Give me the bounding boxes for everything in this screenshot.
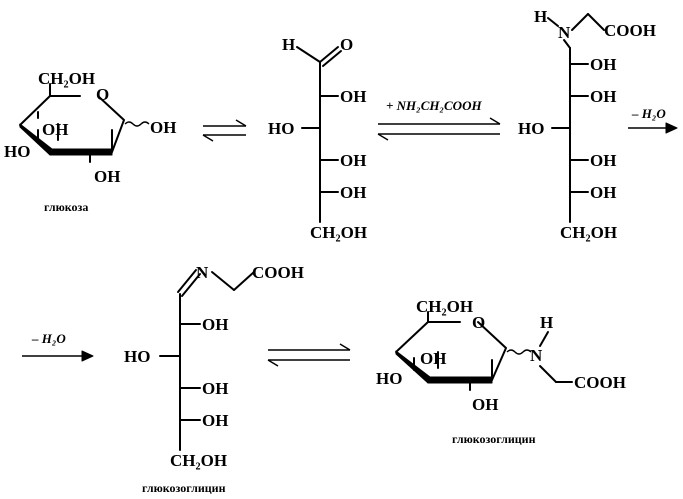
glucose-c1-oh-label: OH	[150, 118, 176, 137]
aldehyde-o-label: O	[340, 35, 353, 54]
adduct-ch2-cooh-bond	[587, 13, 605, 31]
imine-cooh-label: COOH	[252, 263, 304, 282]
glucose-c2-oh-label: OH	[94, 167, 120, 186]
glucose-anomeric-wavy-bond	[124, 121, 150, 127]
glucose-c6-label: CH₂OH	[38, 69, 95, 88]
equilibrium-arrow-2: + NH₂CH₂COOH	[377, 98, 501, 141]
glucose-ring-o-label: O	[96, 85, 109, 104]
glucose-pyranose: CH₂OH O OH HO OH OH глюкоза	[4, 69, 176, 214]
glycoside-n-label: N	[530, 346, 543, 365]
dehydration-arrow-top: – H₂O	[628, 106, 678, 134]
glycoside-caption: глюкозоглицин	[452, 432, 536, 446]
glycoside-c6-label: CH₂OH	[416, 297, 473, 316]
imine-c-n-bond	[177, 269, 197, 293]
imine-ch2-cooh-bond	[233, 271, 255, 291]
adduct-c6-ch2oh-label: CH₂OH	[560, 223, 617, 242]
glycoside-h-n-bond	[539, 331, 549, 347]
aldehyde-co-bond	[319, 46, 339, 63]
glucose-ring-bonds	[19, 95, 125, 153]
glycine-adduct: H N COOH OH OH HO OH OH CH₂OH	[518, 7, 656, 242]
schiff-c2-oh-label: OH	[202, 315, 228, 334]
glycoside-anomeric-wavy-bond	[506, 349, 532, 355]
adduct-n-c1-bond	[563, 39, 571, 49]
adduct-nh-h-label: H	[534, 7, 547, 26]
adduct-n-ch2-bond	[571, 13, 589, 31]
schiff-caption: глюкозоглицин	[142, 481, 226, 495]
schiff-base: N COOH OH HO OH OH CH₂OH глюкозоглицин	[124, 263, 304, 495]
equilibrium-arrow-3	[267, 343, 351, 367]
glycoside-ring-bonds	[395, 321, 507, 381]
adduct-c5-oh-label: OH	[590, 183, 616, 202]
glycoside-c4-ho-label: HO	[376, 369, 402, 388]
adduct-n-label: N	[558, 23, 571, 42]
adduct-c1-oh-label: OH	[590, 55, 616, 74]
dehydration-arrow-bottom: – H₂O	[22, 331, 94, 362]
schiff-c6-ch2oh-label: CH₂OH	[170, 451, 227, 470]
c6-ch2oh-label: CH₂OH	[310, 223, 367, 242]
glycoside-c2-oh-label: OH	[472, 395, 498, 414]
glucose-c3-oh-label: OH	[42, 120, 68, 139]
adduct-h-n-bond	[547, 17, 559, 27]
c5-oh-label: OH	[340, 183, 366, 202]
reagent-glycine-label: + NH₂CH₂COOH	[386, 98, 482, 113]
glycoside-n-ch2-bond	[539, 365, 557, 383]
glycoside-nh-h-label: H	[540, 313, 553, 332]
adduct-c4-oh-label: OH	[590, 151, 616, 170]
c2-oh-label: OH	[340, 87, 366, 106]
glycoside-c3-oh-label: OH	[420, 349, 446, 368]
adduct-c3-ho-label: HO	[518, 119, 544, 138]
equilibrium-arrow-1	[202, 119, 247, 142]
schiff-c5-oh-label: OH	[202, 411, 228, 430]
adduct-cooh-label: COOH	[604, 21, 656, 40]
minus-water-bottom-label: – H₂O	[31, 331, 66, 346]
c3-ho-label: HO	[268, 119, 294, 138]
minus-water-top-label: – H₂O	[631, 106, 666, 121]
imine-c-n-bond-2	[181, 273, 201, 297]
glucose-open-chain: H O OH HO OH OH CH₂OH	[268, 35, 367, 242]
glycoside-ring-o-label: O	[472, 313, 485, 332]
c4-oh-label: OH	[340, 151, 366, 170]
glucose-c4-ho-label: HO	[4, 142, 30, 161]
schiff-c4-oh-label: OH	[202, 379, 228, 398]
glucosylglycine-pyranose: CH₂OH O HO OH OH H N COOH глюкозоглицин	[376, 297, 626, 446]
glycoside-cooh-label: COOH	[574, 373, 626, 392]
glycoside-bold-edge-front	[427, 376, 493, 384]
aldehyde-co-bond-2	[322, 50, 342, 67]
glucose-caption: глюкоза	[44, 200, 88, 214]
glucose-bold-edge-front	[49, 148, 113, 156]
aldehyde-h-label: H	[282, 35, 295, 54]
adduct-c2-oh-label: OH	[590, 87, 616, 106]
imine-n-ch2-bond	[211, 271, 235, 291]
schiff-c3-ho-label: HO	[124, 347, 150, 366]
imine-n-label: N	[196, 263, 209, 282]
aldehyde-ch-bond	[296, 46, 321, 63]
